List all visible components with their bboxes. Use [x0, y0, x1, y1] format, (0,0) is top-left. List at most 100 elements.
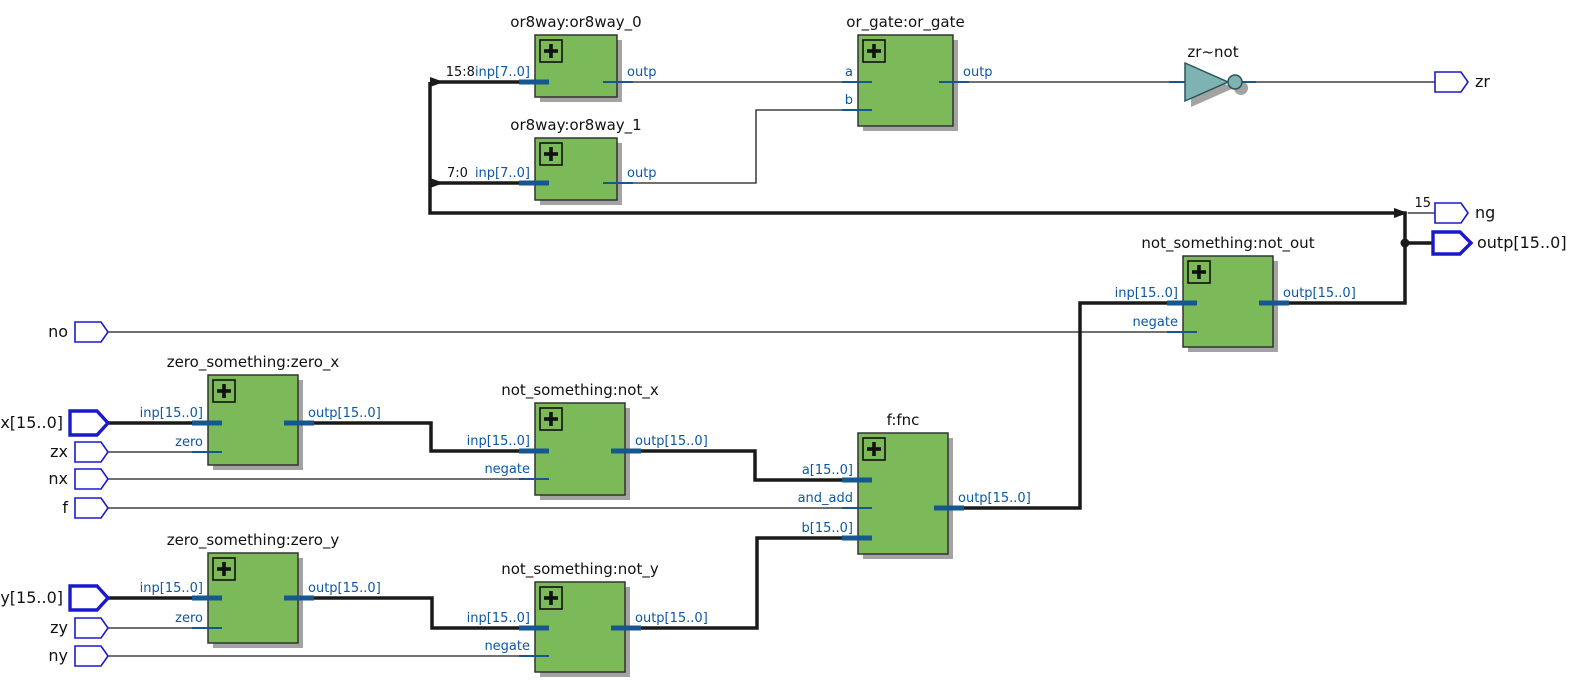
block-title: f:fnc — [887, 411, 920, 429]
block-title: or8way:or8way_1 — [510, 116, 641, 135]
input-pin-y[15..0][interactable] — [68, 584, 111, 612]
io-port-zx: zx — [50, 441, 109, 463]
block-title: not_something:not_x — [501, 381, 659, 400]
io-port-label: nx — [48, 469, 68, 488]
port-label-and_add: and_add — [798, 491, 853, 506]
expand-plus-icon[interactable] — [862, 39, 886, 63]
block-not_out: not_something:not_out inp[15..0] negate out… — [1115, 234, 1356, 352]
not-gate-bubble[interactable] — [1227, 74, 1243, 90]
io-port-f: f — [62, 497, 109, 519]
input-pin-zy[interactable] — [74, 617, 109, 639]
io-port-outp[15..0]: outp[15..0] — [1431, 230, 1567, 256]
port-label-negate: negate — [484, 639, 530, 654]
expand-plus-icon[interactable] — [539, 586, 563, 610]
expand-plus-icon[interactable] — [1187, 260, 1211, 284]
port-label-outp: outp — [627, 65, 657, 80]
port-label-outp[15..0]: outp[15..0] — [308, 581, 381, 596]
wire[interactable] — [617, 109, 858, 184]
not-gate-triangle[interactable] — [1184, 61, 1230, 103]
block-body-or8way_0[interactable] — [534, 34, 618, 98]
port-label-outp[15..0]: outp[15..0] — [1283, 286, 1356, 301]
port-label-a: a — [845, 65, 853, 80]
block-title: or_gate:or_gate — [846, 13, 964, 32]
input-pin-x[15..0][interactable] — [68, 409, 111, 437]
io-port-nx: nx — [48, 468, 109, 490]
bus-ripper-arrow-icon — [430, 178, 444, 188]
port-label-outp[15..0]: outp[15..0] — [635, 434, 708, 449]
port-label-zero: zero — [175, 611, 203, 626]
inverter-zr~not: zr~not — [1169, 43, 1256, 107]
expand-plus-icon[interactable] — [539, 142, 563, 166]
expand-plus-icon[interactable] — [539, 407, 563, 431]
io-port-label: no — [48, 322, 68, 341]
block-body-or8way_1[interactable] — [534, 137, 618, 201]
block-or8way_0: or8way:or8way_0 15:8inp[7..0] outp — [446, 13, 657, 102]
io-port-label: outp[15..0] — [1477, 233, 1567, 252]
output-pin-ng[interactable] — [1434, 202, 1469, 224]
port-label-outp[15..0]: outp[15..0] — [635, 611, 708, 626]
expand-plus-icon[interactable] — [212, 557, 236, 581]
io-port-label: ny — [48, 646, 68, 665]
wire-junction-dot — [1400, 238, 1410, 248]
bus-ripper-arrow-icon — [1394, 208, 1408, 218]
bus-wire[interactable] — [625, 449, 858, 482]
block-title: not_something:not_out — [1141, 234, 1314, 253]
input-pin-nx[interactable] — [74, 468, 109, 490]
inverter-title: zr~not — [1187, 43, 1238, 61]
io-port-y[15..0]: y[15..0] — [0, 584, 111, 612]
port-label-negate: negate — [1132, 315, 1178, 330]
block-not_x: not_something:not_x inp[15..0] negate outp[… — [467, 381, 708, 500]
port-label-zero: zero — [175, 435, 203, 450]
block-zero_y: zero_something:zero_yinp[15..0]zerooutp[… — [140, 531, 381, 648]
block-title: zero_something:zero_y — [167, 531, 340, 550]
input-pin-f[interactable] — [74, 497, 109, 519]
bus-wire[interactable] — [948, 301, 1183, 510]
expand-plus-icon[interactable] — [212, 379, 236, 403]
bus-wire[interactable] — [625, 536, 858, 630]
input-pin-ny[interactable] — [74, 645, 109, 667]
block-title: not_something:not_y — [501, 560, 659, 579]
input-pin-no[interactable] — [74, 321, 109, 343]
port-label-a[15..0]: a[15..0] — [802, 463, 853, 478]
port-label-outp: outp — [963, 65, 993, 80]
bus-wire[interactable] — [298, 421, 535, 453]
output-pin-zr[interactable] — [1434, 71, 1469, 93]
io-port-ng: ng — [1434, 202, 1495, 224]
block-zero_x: zero_something:zero_x inp[15..0] zero outp[… — [140, 353, 381, 470]
block-title: zero_something:zero_x — [167, 353, 340, 372]
io-port-x[15..0]: x[15..0] — [0, 409, 111, 437]
io-port-zr: zr — [1434, 71, 1490, 93]
input-pin-zx[interactable] — [74, 441, 109, 463]
output-pin-outp[15..0][interactable] — [1431, 230, 1474, 256]
io-port-label: zr — [1475, 72, 1490, 91]
bus-wire[interactable] — [298, 596, 535, 630]
bit-index-label: 15 — [1414, 196, 1431, 211]
io-port-label: y[15..0] — [0, 588, 63, 607]
port-label-b[15..0]: b[15..0] — [802, 521, 853, 536]
port-label-inp[15..0]: inp[15..0] — [467, 611, 530, 626]
io-port-label: x[15..0] — [0, 413, 63, 432]
expand-plus-icon[interactable] — [862, 437, 886, 461]
block-not_y: not_something:not_y inp[15..0] negate outp[… — [467, 560, 708, 677]
io-port-label: f — [62, 498, 68, 517]
io-port-label: ng — [1475, 203, 1495, 222]
port-label-inp[7..0]: 15:8inp[7..0] — [446, 65, 530, 80]
port-label-inp[15..0]: inp[15..0] — [467, 434, 530, 449]
port-label-inp[15..0]: inp[15..0] — [1115, 286, 1178, 301]
port-label-negate: negate — [484, 462, 530, 477]
expand-plus-icon[interactable] — [539, 39, 563, 63]
port-label-outp[15..0]: outp[15..0] — [308, 406, 381, 421]
port-label-b: b — [845, 93, 853, 108]
port-label-inp[15..0]: inp[15..0] — [140, 406, 203, 421]
block-title: or8way:or8way_0 — [510, 13, 641, 32]
bus-ripper-arrow-icon — [430, 77, 444, 87]
io-port-ny: ny — [48, 645, 109, 667]
io-port-label: zy — [50, 618, 68, 637]
io-port-no: no — [48, 321, 109, 343]
